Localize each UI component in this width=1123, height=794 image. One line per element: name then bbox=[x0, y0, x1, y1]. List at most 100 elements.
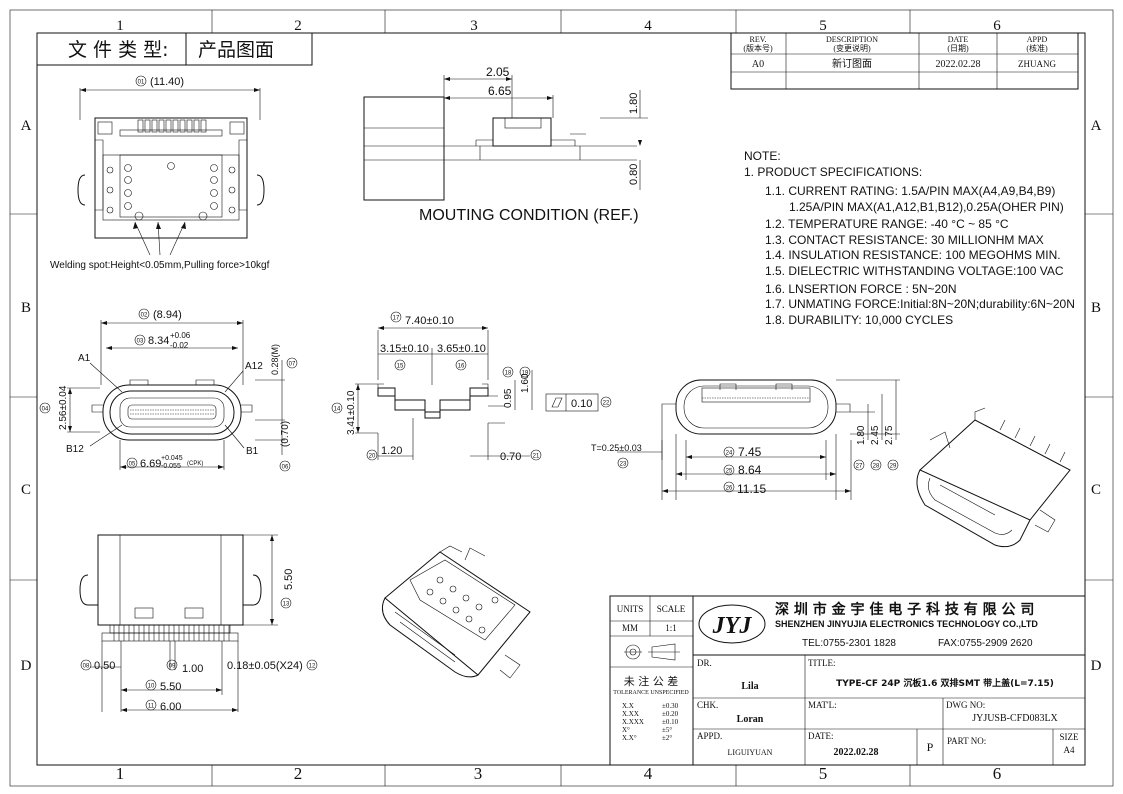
dim-27: 1.80 bbox=[856, 425, 867, 445]
dim-29: 2.75 bbox=[884, 425, 895, 445]
note-line-10: 1.8. DURABILITY: 10,000 CYCLES bbox=[765, 313, 953, 327]
dwg-label: DWG NO: bbox=[946, 700, 985, 710]
isometric-view-right bbox=[916, 407, 1071, 548]
bubble-16 bbox=[455, 359, 467, 371]
row-label-c-right: C bbox=[1091, 482, 1101, 498]
bottom-pins bbox=[101, 624, 239, 642]
svg-text:05: 05 bbox=[129, 462, 136, 468]
dim-18: 0.95 bbox=[503, 388, 514, 408]
svg-text:09: 09 bbox=[169, 664, 176, 670]
svg-text:16: 16 bbox=[458, 364, 465, 370]
tol-row-1-val: ±0.30 bbox=[662, 702, 679, 710]
dim-14: 3.41±0.10 bbox=[346, 390, 357, 435]
col-label-4: 4 bbox=[644, 18, 652, 34]
tol-row-5-key: X.X° bbox=[622, 734, 637, 742]
row-label-d-right: D bbox=[1091, 658, 1102, 674]
tol-row-1-key: X.X bbox=[622, 702, 634, 710]
col-label-5: 5 bbox=[819, 18, 827, 34]
size-value: A4 bbox=[1064, 745, 1075, 755]
appd-header: APPD bbox=[1027, 35, 1048, 44]
bubble-03 bbox=[134, 334, 146, 346]
dim-05-tol-dn: -0.055 bbox=[161, 463, 181, 470]
svg-text:26: 26 bbox=[726, 486, 733, 492]
bubble-19 bbox=[519, 366, 531, 378]
svg-text:21: 21 bbox=[533, 454, 540, 460]
svg-text:14: 14 bbox=[334, 407, 341, 413]
col-label-6: 6 bbox=[993, 18, 1001, 34]
approved-label: APPD. bbox=[697, 731, 722, 741]
company-tel: TEL:0755-2301 1828 bbox=[802, 638, 896, 649]
bubble-01 bbox=[135, 75, 147, 87]
svg-text:27: 27 bbox=[856, 464, 863, 470]
bubble-09 bbox=[166, 659, 178, 671]
dim-665: 6.65 bbox=[488, 84, 512, 98]
bubble-11 bbox=[145, 699, 157, 711]
dim-03-tol-up: +0.06 bbox=[170, 331, 191, 340]
dim-04: 2.56±0.04 bbox=[58, 385, 69, 430]
col-label-3-bottom: 3 bbox=[474, 764, 483, 783]
bubble-13 bbox=[280, 597, 292, 609]
svg-text:24: 24 bbox=[726, 451, 733, 457]
label-a12: A12 bbox=[245, 361, 263, 372]
bubble-26 bbox=[723, 481, 735, 493]
top-holes bbox=[106, 162, 236, 221]
projection-symbol bbox=[624, 643, 680, 661]
note-line-6: 1.4. INSULATION RESISTANCE: 100 MEGOHMS … bbox=[765, 248, 1061, 262]
bottom-view: 5.50 13 08 0.50 09 1.00 0.18±0.05(X24) 1… bbox=[79, 534, 318, 713]
svg-text:28: 28 bbox=[873, 464, 880, 470]
dim-180: 1.80 bbox=[628, 93, 640, 114]
revision-table: REV. (版本号) DESCRIPTION (变更说明) DATE (日期) … bbox=[730, 32, 1079, 90]
svg-text:13: 13 bbox=[283, 602, 290, 608]
svg-text:18: 18 bbox=[505, 371, 512, 377]
bubble-25 bbox=[723, 464, 735, 476]
dim-05-tol-up: +0.045 bbox=[161, 455, 183, 462]
company-logo: JYJ bbox=[698, 604, 766, 644]
dim-17: 7.40±0.10 bbox=[405, 315, 454, 327]
dim-07: 0.28(M) bbox=[270, 344, 280, 375]
col-label-5-bottom: 5 bbox=[819, 764, 828, 783]
bubble-27 bbox=[853, 459, 865, 471]
bubble-24 bbox=[723, 446, 735, 458]
tol-row-4-val: ±5° bbox=[662, 726, 672, 734]
top-view: 01 (11.40) bbox=[50, 75, 270, 271]
col-label-2: 2 bbox=[294, 18, 302, 34]
svg-text:JYJ: JYJ bbox=[712, 613, 753, 639]
bubble-02 bbox=[138, 308, 150, 320]
dim-08: 0.50 bbox=[94, 660, 115, 672]
dim-11: 6.00 bbox=[160, 701, 181, 713]
part-no-label: PART NO: bbox=[947, 736, 986, 746]
tol-row-3-val: ±0.10 bbox=[662, 718, 679, 726]
units-value: MM bbox=[622, 623, 638, 633]
isometric-view-center bbox=[381, 545, 531, 679]
row-label-a: A bbox=[21, 118, 32, 134]
dim-06: (0.70) bbox=[280, 421, 291, 447]
dwg-value: JYJUSB-CFD083LX bbox=[972, 713, 1058, 724]
drawn-label: DR. bbox=[697, 658, 712, 668]
note-line-1: 1. PRODUCT SPECIFICATIONS: bbox=[744, 165, 922, 179]
row-label-a-right: A bbox=[1091, 118, 1102, 134]
material-label: MAT'L: bbox=[808, 700, 837, 710]
note-line-7: 1.5. DIELECTRIC WITHSTANDING VOLTAGE:100… bbox=[765, 264, 1064, 278]
bubble-22 bbox=[600, 396, 612, 408]
svg-text:04: 04 bbox=[42, 407, 49, 413]
svg-text:07: 07 bbox=[289, 362, 296, 368]
dim-13: 5.50 bbox=[283, 569, 295, 590]
rev-header-cn: (版本号) bbox=[743, 43, 773, 53]
tol-row-4-key: X° bbox=[622, 726, 630, 734]
svg-text:02: 02 bbox=[141, 313, 148, 319]
bubble-10 bbox=[145, 679, 157, 691]
dim-05-note: (CPK) bbox=[187, 461, 203, 467]
row-label-c: C bbox=[21, 482, 31, 498]
sheet-frame: 1 2 3 4 5 6 1 2 3 4 5 6 A B C D A B C D bbox=[9, 9, 1114, 787]
rear-view: 24 7.45 25 8.64 26 11.15 T=0.25±0.03 23 … bbox=[591, 379, 900, 500]
bubble-20 bbox=[366, 449, 378, 461]
desc-value: 新订图面 bbox=[832, 57, 872, 70]
date-label: DATE: bbox=[808, 731, 834, 741]
appd-header-cn: (核准) bbox=[1026, 43, 1048, 53]
dim-03-tol-dn: -0.02 bbox=[170, 341, 189, 350]
svg-text:29: 29 bbox=[890, 464, 897, 470]
note-line-8: 1.6. LNSERTION FORCE : 5N~20N bbox=[765, 282, 957, 296]
svg-text:10: 10 bbox=[148, 684, 155, 690]
flatness-value: 0.10 bbox=[571, 398, 592, 410]
bubble-07 bbox=[286, 357, 298, 369]
